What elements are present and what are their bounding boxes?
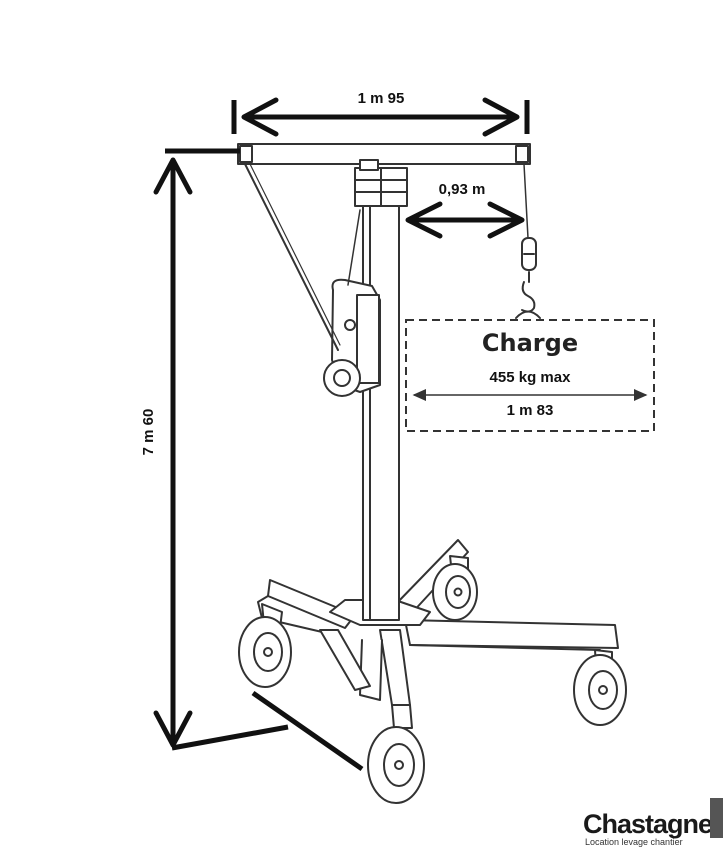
mast (354, 167, 408, 621)
hook-block (515, 237, 541, 319)
dimension-reach: 0,93 m (405, 181, 525, 239)
winch (323, 278, 381, 397)
top-boom (237, 143, 531, 171)
wheel-front (367, 704, 425, 804)
wheel-left (238, 603, 292, 688)
wheel-back (432, 555, 478, 621)
dimension-height: 7 m 60 (140, 148, 364, 772)
charge-title: Charge (482, 329, 578, 357)
chastagner-logo: Chastagner Location levage chantier (583, 798, 723, 847)
reach-label: 0,93 m (439, 181, 486, 198)
cables (244, 163, 529, 351)
logo-tagline: Location levage chantier (585, 837, 683, 847)
lift-illustration (237, 143, 627, 804)
height-label: 7 m 60 (140, 409, 157, 456)
wheel-right (573, 649, 627, 726)
charge-max-load: 455 kg max (490, 369, 572, 386)
charge-box: Charge 455 kg max 1 m 83 (405, 319, 655, 432)
dimension-top-width: 1 m 95 (231, 90, 530, 137)
width-top-label: 1 m 95 (358, 90, 405, 107)
logo-name: Chastagner (583, 809, 723, 839)
base-legs (257, 539, 619, 706)
charge-load-width: 1 m 83 (507, 402, 554, 419)
